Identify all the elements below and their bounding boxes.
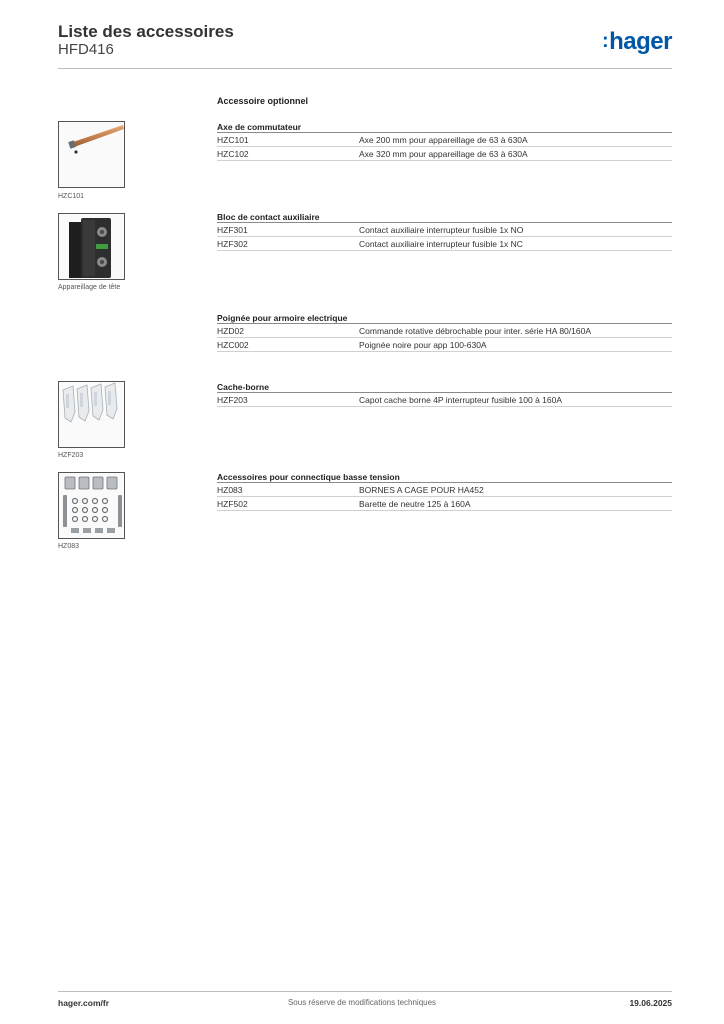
product-image-contact-block: [58, 213, 125, 280]
section-title: Poignée pour armoire electrique: [217, 312, 672, 324]
section-cache-borne: Cache-borne HZF203 Capot cache borne 4P …: [217, 381, 672, 407]
section-title: Axe de commutateur: [217, 121, 672, 133]
footer-notice: Sous réserve de modifications techniques: [287, 998, 437, 1007]
part-code: HZF301: [217, 225, 248, 235]
footer-website-link[interactable]: hager.com/fr: [58, 998, 110, 1008]
table-row: HZF502 Barette de neutre 125 à 160A: [217, 497, 672, 511]
product-image-shaft: [58, 121, 125, 188]
hager-logo: :hager: [601, 28, 673, 56]
image-caption: Appareillage de tête: [58, 284, 121, 291]
table-row: HZF302 Contact auxiliaire interrupteur f…: [217, 237, 672, 251]
section-axe-de-commutateur: Axe de commutateur HZC101 Axe 200 mm pou…: [217, 121, 672, 161]
section-title: Bloc de contact auxiliaire: [217, 211, 672, 223]
section-connectique: Accessoires pour connectique basse tensi…: [217, 471, 672, 511]
table-row: HZC002 Poignée noire pour app 100-630A: [217, 338, 672, 352]
part-description: Capot cache borne 4P interrupteur fusibl…: [359, 395, 563, 405]
part-description: Contact auxiliaire interrupteur fusible …: [359, 239, 523, 249]
footer-divider: [58, 991, 672, 992]
table-row: HZF301 Contact auxiliaire interrupteur f…: [217, 223, 672, 237]
part-description: BORNES A CAGE POUR HA452: [359, 485, 484, 495]
logo-text: hager: [609, 28, 672, 55]
header-divider: [58, 68, 672, 69]
section-poignee: Poignée pour armoire electrique HZD02 Co…: [217, 312, 672, 352]
table-row: HZF203 Capot cache borne 4P interrupteur…: [217, 393, 672, 407]
part-code: HZC002: [217, 340, 249, 350]
terminal-cover-illustration: [62, 382, 118, 423]
cage-terminals-illustration: [63, 476, 122, 533]
part-code: HZF203: [217, 395, 248, 405]
part-code: HZC101: [217, 135, 249, 145]
part-description: Barette de neutre 125 à 160A: [359, 499, 471, 509]
part-code: HZF502: [217, 499, 248, 509]
main-heading: Accessoire optionnel: [217, 96, 309, 106]
footer-date: 19.06.2025: [629, 998, 672, 1008]
part-description: Commande rotative débrochable pour inter…: [359, 326, 591, 336]
image-caption: HZ083: [58, 543, 80, 550]
product-image-terminal-cover: [58, 381, 125, 448]
part-code: HZF302: [217, 239, 248, 249]
part-code: HZD02: [217, 326, 244, 336]
section-title: Cache-borne: [217, 381, 672, 393]
part-code: HZ083: [217, 485, 243, 495]
part-description: Poignée noire pour app 100-630A: [359, 340, 487, 350]
contact-block-illustration: [69, 218, 111, 278]
part-description: Contact auxiliaire interrupteur fusible …: [359, 225, 524, 235]
table-row: HZC102 Axe 320 mm pour appareillage de 6…: [217, 147, 672, 161]
product-reference: HFD416: [58, 41, 114, 58]
shaft-illustration: [68, 125, 124, 154]
product-image-cage-terminals: [58, 472, 125, 539]
part-code: HZC102: [217, 149, 249, 159]
table-row: HZ083 BORNES A CAGE POUR HA452: [217, 483, 672, 497]
table-row: HZD02 Commande rotative débrochable pour…: [217, 324, 672, 338]
image-caption: HZF203: [58, 452, 84, 459]
logo-colon-mark: :: [601, 30, 609, 52]
table-row: HZC101 Axe 200 mm pour appareillage de 6…: [217, 133, 672, 147]
part-description: Axe 320 mm pour appareillage de 63 à 630…: [359, 149, 528, 159]
image-caption: HZC101: [58, 193, 85, 200]
section-bloc-de-contact: Bloc de contact auxiliaire HZF301 Contac…: [217, 211, 672, 251]
page-title: Liste des accessoires: [58, 22, 234, 41]
part-description: Axe 200 mm pour appareillage de 63 à 630…: [359, 135, 528, 145]
section-title: Accessoires pour connectique basse tensi…: [217, 471, 672, 483]
